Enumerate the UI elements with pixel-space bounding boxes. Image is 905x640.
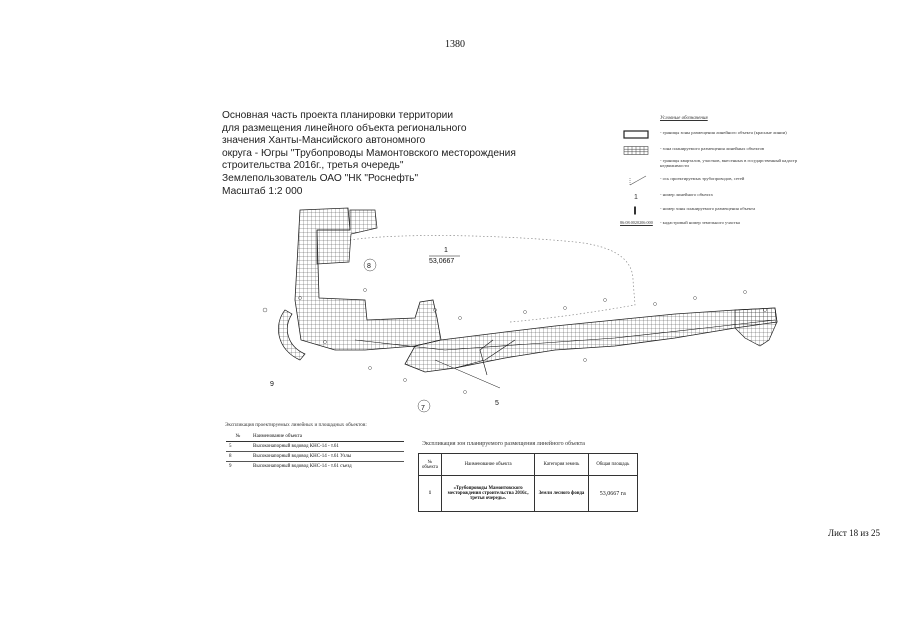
- land-user-line: Землепользователь ОАО "НК "Роснефть": [222, 172, 419, 184]
- table-row: 9 Высоконапорный водовод КНС-14 - т.61 с…: [229, 464, 352, 469]
- object-number-icon: 1: [634, 194, 638, 201]
- map-label-zone-8: 8: [367, 263, 371, 270]
- legend-item-text: - границы кварталов, участков, внесенных…: [660, 158, 798, 169]
- cadastre-sample: 86:08:0020206:000: [620, 220, 653, 225]
- svg-text:1: 1: [634, 194, 638, 201]
- table-row: 5 Высоконапорный водовод КНС-14 - т.61: [226, 442, 404, 452]
- title-line: для размещения линейного объекта региона…: [222, 122, 467, 134]
- legend-item-text: - номер зоны планируемого размещения объ…: [660, 206, 756, 211]
- table-row: 8 Высоконапорный водовод КНС-14 - т.61 У…: [226, 452, 404, 462]
- legend-item-text: - номер линейного объекта: [660, 192, 713, 197]
- col-header-name: Наименование объекта: [440, 453, 536, 476]
- rectangle-outline-icon: [623, 130, 649, 139]
- map-label-object-7: 7: [421, 405, 425, 412]
- table-row: 1 «Трубопроводы Мамонтовского месторожде…: [418, 475, 639, 512]
- pipeline-axis: [354, 319, 776, 351]
- col-header-name: Наименование объекта: [253, 434, 302, 439]
- zone-area-upper: [316, 209, 378, 265]
- legend: Условные обозначения - границы зоны разм…: [620, 116, 822, 225]
- pipeline-axis: [479, 339, 494, 376]
- zone-area-arc: [278, 309, 306, 361]
- scale-line: Масштаб 1:2 000: [222, 185, 303, 197]
- col-header-area: Общая площадь: [587, 453, 639, 476]
- page-number: 1380: [445, 39, 465, 50]
- explication-zones-table: № объекта Наименование объекта Категория…: [418, 453, 639, 512]
- map-label-object-1: 1: [444, 247, 448, 254]
- legend-item-text: - ось проектируемых трубопроводов, сетей: [660, 176, 745, 181]
- map-label-area: 53,0667: [429, 258, 454, 265]
- title-line: строительства 2016г., третья очередь": [222, 160, 404, 172]
- pipeline-axis-icon: [629, 175, 647, 186]
- survey-points: [262, 288, 767, 394]
- col-header-num: № объекта: [418, 453, 442, 476]
- col-header-category: Категория земель: [534, 453, 589, 476]
- title-block: Основная часть проекта планировки террит…: [222, 110, 542, 198]
- zone-area-band: [404, 307, 778, 373]
- zone-area-right: [734, 307, 778, 347]
- title-line: значения Ханты-Мансийского автономного: [222, 135, 426, 147]
- title-line: Основная часть проекта планировки террит…: [222, 110, 454, 121]
- explication-objects-caption: Экспликация проектируемых линейных и пло…: [225, 422, 367, 428]
- legend-item-text: - зона планируемого размещения линейных …: [660, 146, 765, 151]
- parcel-boundary: [349, 235, 636, 323]
- col-header-num: №: [235, 434, 241, 439]
- explication-zones-caption: Экспликация зон планируемого размещения …: [422, 441, 585, 447]
- sheet-info: Лист 18 из 25: [828, 528, 880, 538]
- legend-title: Условные обозначения: [660, 116, 708, 121]
- grid-hatch-icon: [623, 146, 649, 155]
- pipeline-axis: [434, 359, 501, 389]
- zone-number-icon: [634, 206, 636, 215]
- pipeline-axis: [454, 339, 516, 369]
- title-line: округа - Югры "Трубопроводы Мамонтовског…: [222, 147, 516, 159]
- map-label-object-9: 9: [270, 381, 274, 388]
- map-label-object-5: 5: [495, 400, 499, 407]
- legend-item-text: - границы зоны размещения линейного объе…: [660, 130, 787, 135]
- legend-item-text: - кадастровый номер земельного участка: [660, 220, 740, 225]
- planning-map: 8 1 53,0667 9 7 5: [262, 207, 778, 413]
- explication-objects-table: № Наименование объекта 5 Высоконапорный …: [226, 432, 404, 471]
